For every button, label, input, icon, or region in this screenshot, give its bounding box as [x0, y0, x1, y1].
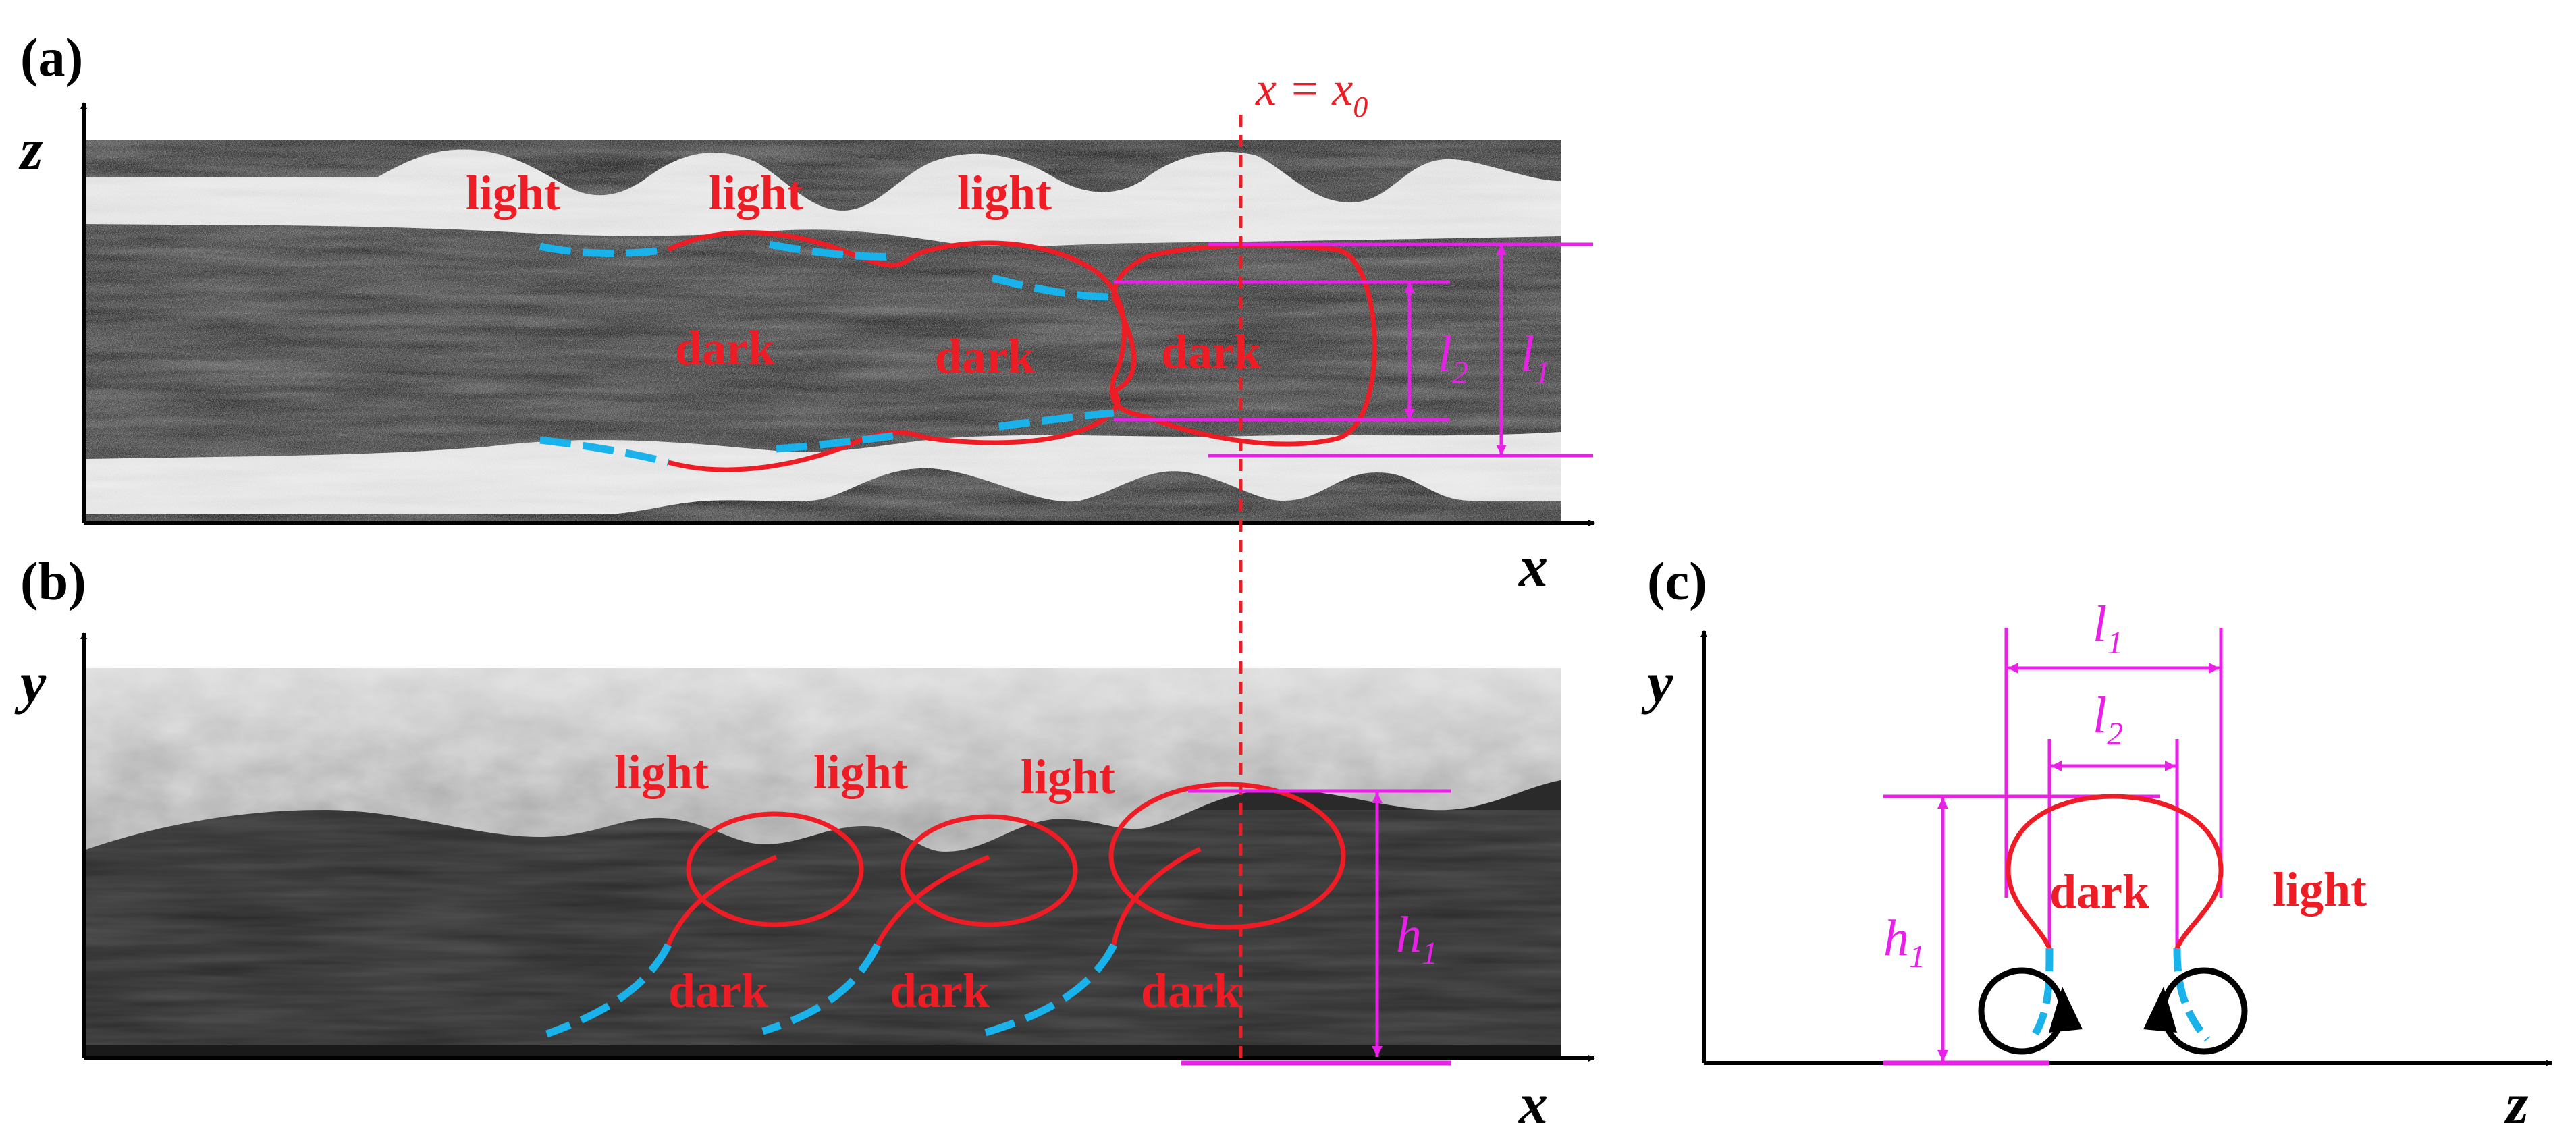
panel-b-light-2: light [813, 745, 908, 799]
panel-c-z-axis-label: z [2504, 1071, 2529, 1136]
panel-a-dark-labels: dark dark dark [675, 321, 1261, 383]
panel-b-light-1: light [614, 745, 709, 799]
panel-a-image [84, 140, 1561, 523]
vortex-loop-2 [900, 814, 1078, 927]
panel-c-l2-label: l2 [2093, 687, 2123, 752]
panel-b-axes [80, 632, 1595, 1062]
panel-a-dimensions [1114, 242, 1593, 458]
panel-a-dimension-arrows [1404, 244, 1507, 456]
panel-c-cyan-dashes [2029, 948, 2211, 1042]
panel-a-light-1: light [466, 166, 560, 220]
vortex-leg-3 [1111, 846, 1202, 946]
panel-b-dimensions [1181, 789, 1451, 1066]
panel-a-l2-label: l2 [1438, 326, 1468, 391]
panel-b-dimension-arrows [1372, 792, 1383, 1057]
panel-b-dark-1: dark [668, 964, 768, 1018]
panel-c-light-label: light [2272, 863, 2367, 917]
vortex-core-left [1978, 967, 2066, 1055]
panel-a-dark-1: dark [675, 321, 775, 375]
panel-b-dark-3: dark [1141, 964, 1241, 1018]
vortex-leg-1 [666, 854, 778, 946]
vortex-loop-1 [686, 811, 864, 927]
panel-c-dimensions [1883, 628, 2223, 1066]
panel-b-y-axis-label: y [14, 650, 47, 715]
panel-a-x-axis-label: x [1518, 534, 1548, 599]
panel-a-upper-contour [667, 230, 1377, 447]
panel-a-red-contours [667, 230, 1377, 472]
panel-b-cyan-dashes [545, 943, 1117, 1038]
panel-a-dark-2: dark [935, 329, 1035, 383]
panel-b-h1-label: h1 [1396, 906, 1438, 971]
panel-b-dark-labels: dark dark dark [668, 964, 1241, 1018]
panel-c-dimension-arrows [1937, 663, 2220, 1061]
panel-a-z-axis-label: z [18, 117, 43, 182]
panel-c-axes [1700, 630, 2552, 1066]
panel-c-label: (c) [1647, 552, 1707, 611]
panel-a-light-3: light [957, 166, 1052, 220]
panel-a-lower-contour [668, 389, 1121, 472]
panel-c-red-contour [2006, 794, 2224, 950]
vortex-loop-3 [1108, 782, 1346, 930]
panel-a-label: (a) [20, 28, 83, 88]
panel-c-y-axis-label: y [1641, 650, 1673, 715]
cut-line-label: x = x0 [1255, 63, 1368, 124]
panel-b-image [84, 668, 1561, 1058]
panel-c-vortex-cores [1978, 967, 2248, 1055]
panel-c-h1-label: h1 [1883, 910, 1925, 975]
panel-b-label: (b) [20, 552, 86, 611]
panel-b-x-axis-label: x [1518, 1071, 1548, 1136]
panel-b-light-3: light [1021, 750, 1115, 804]
panel-b-dark-2: dark [890, 964, 990, 1018]
panel-a-bulge-contour [1111, 296, 1137, 394]
panel-a-light-labels: light light light [466, 166, 1052, 220]
panel-b-vortex-loops [666, 782, 1346, 946]
vortex-core-right [2160, 967, 2248, 1055]
panel-a-axes [80, 102, 1595, 526]
panel-c-l1-label: l1 [2093, 596, 2123, 661]
rotation-arrow-left-icon [2049, 987, 2083, 1033]
panel-a-dark-3: dark [1161, 325, 1261, 379]
rotation-arrow-right-icon [2143, 987, 2177, 1033]
panel-a-cyan-dashes [539, 240, 1115, 466]
panel-b-light-labels: light light light [614, 745, 1115, 804]
panel-a-l1-label: l1 [1520, 326, 1551, 391]
vortex-leg-2 [875, 854, 990, 946]
panel-a-light-2: light [709, 166, 803, 220]
panel-c-dark-label: dark [2049, 865, 2149, 919]
